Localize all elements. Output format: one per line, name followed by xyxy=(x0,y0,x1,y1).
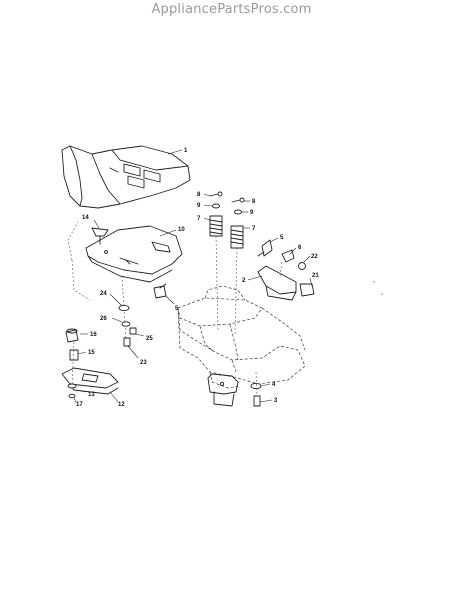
callout-1: 1 xyxy=(184,148,188,154)
pivot-hardware-stack xyxy=(118,275,137,347)
callout-9: 9 xyxy=(250,210,254,216)
callout-3: 3 xyxy=(274,398,278,404)
stray-marks xyxy=(373,281,383,295)
callout-7: 7 xyxy=(252,226,256,232)
adjuster-bracket xyxy=(257,239,315,301)
callout-8: 8 xyxy=(252,199,256,205)
callout-22: 22 xyxy=(311,254,318,260)
tractor-frame xyxy=(177,285,306,407)
seat xyxy=(61,145,191,209)
latch-hardware xyxy=(153,283,175,305)
callout-26: 26 xyxy=(100,316,107,322)
callout-labels: 1 8 9 7 8 9 7 14 10 5 6 22 2 21 24 5 26 … xyxy=(76,148,319,408)
callout-15: 15 xyxy=(88,350,95,356)
callout-2: 2 xyxy=(242,278,246,284)
callout-13: 13 xyxy=(88,392,95,398)
callout-6: 6 xyxy=(298,245,302,251)
callout-8: 8 xyxy=(197,192,201,198)
spring-assembly-right xyxy=(230,197,245,335)
callout-17: 17 xyxy=(76,402,83,408)
callout-10: 10 xyxy=(178,227,185,233)
frame-hardware xyxy=(250,371,262,407)
adjuster-plate xyxy=(61,328,119,399)
callout-23: 23 xyxy=(140,360,147,366)
callout-7: 7 xyxy=(197,216,201,222)
callout-24: 24 xyxy=(100,291,107,297)
callout-5: 5 xyxy=(280,235,284,241)
callout-25: 25 xyxy=(146,336,153,342)
callout-14: 14 xyxy=(82,215,89,221)
callout-12: 12 xyxy=(118,402,125,408)
callout-9: 9 xyxy=(197,203,201,209)
callout-21: 21 xyxy=(312,273,319,279)
ghost-outline xyxy=(67,221,91,301)
seat-pan xyxy=(85,225,183,283)
leader-lines xyxy=(73,149,313,403)
seat-knob xyxy=(91,219,109,245)
callout-5: 5 xyxy=(175,306,179,312)
callout-16: 16 xyxy=(90,332,97,338)
spring-assembly-left xyxy=(209,191,223,331)
callout-4: 4 xyxy=(272,382,276,388)
watermark-text: AppliancePartsPros.com xyxy=(151,2,312,17)
